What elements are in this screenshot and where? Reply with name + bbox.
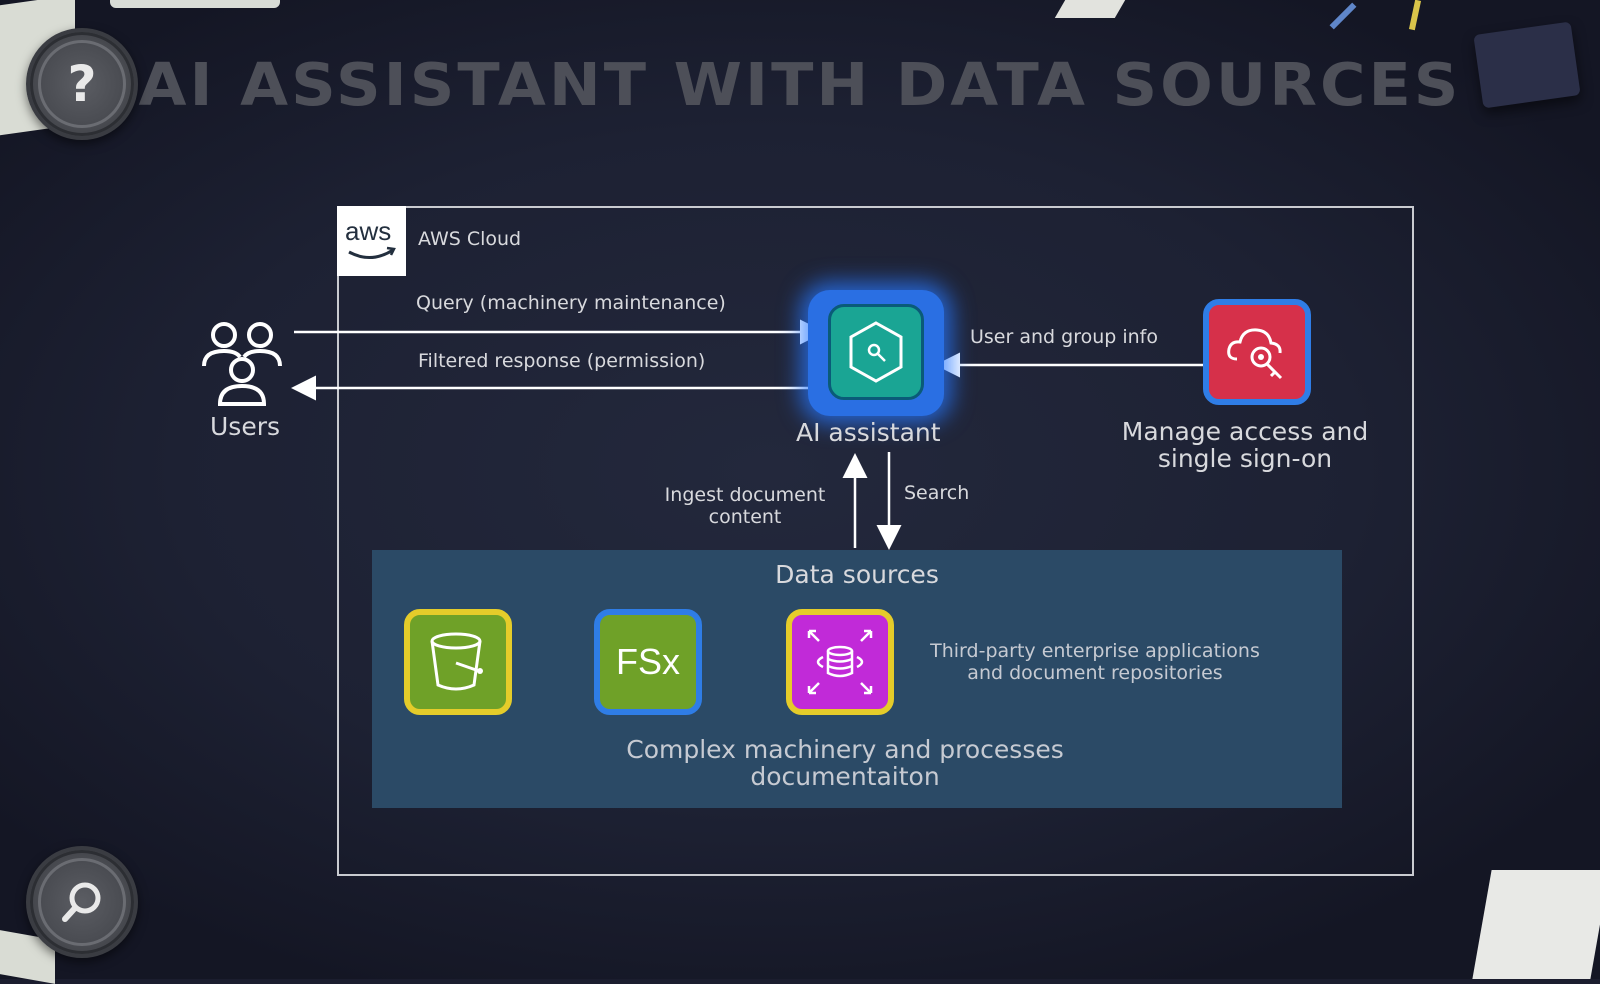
users-node[interactable]: Users (196, 320, 296, 441)
page-title: AI ASSISTANT WITH DATA SOURCES (138, 49, 1462, 120)
ai-assistant-node[interactable]: AI assistant (796, 290, 948, 450)
bucket-icon (430, 632, 483, 691)
access-tile (1203, 299, 1311, 405)
help-button[interactable]: ? (26, 28, 138, 140)
aws-cloud-label: AWS Cloud (418, 228, 522, 250)
help-button-label: ? (67, 55, 97, 113)
fsx-tile (594, 609, 702, 715)
third-party-label: Third-party enterprise applications and … (930, 640, 1260, 684)
response-arrow-label: Filtered response (permission) (418, 350, 706, 372)
ingest-arrow-label: Ingest document content (664, 484, 826, 528)
bucket-tile (404, 609, 512, 715)
ai-assistant-label: AI assistant (796, 418, 941, 447)
access-label: Manage access and single sign-on (1121, 417, 1369, 473)
database-icon (807, 629, 873, 695)
user-group-arrow-label: User and group info (970, 326, 1158, 348)
bucket-source[interactable] (404, 609, 512, 715)
database-source[interactable] (786, 609, 894, 715)
aws-cloud-boundary (337, 206, 1414, 876)
magnifier-icon (38, 858, 126, 946)
ai-assistant-icon (849, 321, 903, 383)
data-sources-footer: Complex machinery and processes document… (626, 735, 1064, 791)
data-sources-title: Data sources (775, 560, 939, 589)
query-arrow-label: Query (machinery maintenance) (416, 292, 726, 314)
users-label: Users (210, 412, 281, 441)
fsx-icon: FSx (615, 641, 680, 682)
search-arrow-label: Search (904, 482, 970, 504)
fsx-source[interactable]: FSx (594, 609, 702, 715)
zoom-button[interactable] (26, 846, 138, 958)
cloud-key-icon (1227, 328, 1283, 380)
ai-assistant-tile (828, 304, 924, 400)
help-icon: ? (38, 40, 126, 128)
access-node[interactable] (1203, 299, 1313, 409)
paper-top-strip (110, 0, 280, 8)
aws-logo: aws (337, 206, 406, 276)
users-icon (202, 322, 282, 406)
aws-logo-text: aws (345, 216, 392, 246)
